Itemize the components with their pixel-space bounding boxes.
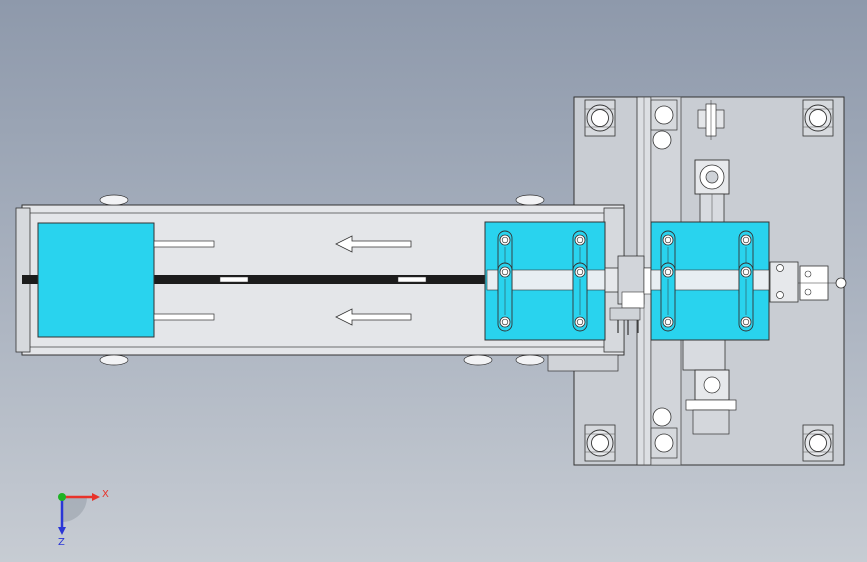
fixture-right bbox=[650, 221, 784, 341]
transfer-link bbox=[604, 255, 656, 335]
y-axis-dot bbox=[58, 493, 66, 501]
push-rods bbox=[153, 240, 215, 321]
fixture-left bbox=[484, 221, 606, 341]
axis-triad: X Z bbox=[58, 489, 109, 548]
z-axis-label: Z bbox=[58, 537, 65, 548]
sensor-block bbox=[769, 261, 847, 303]
motor-bottom bbox=[682, 339, 737, 435]
corner-mount-top-right bbox=[802, 99, 834, 137]
motor-top bbox=[694, 159, 730, 225]
x-axis-label: X bbox=[102, 489, 109, 500]
inner-mount-top bbox=[650, 99, 678, 150]
corner-mount-top-left bbox=[584, 99, 616, 137]
conveyor-supports bbox=[99, 194, 545, 366]
center-belt-strip bbox=[22, 275, 622, 284]
left-highlight-block bbox=[37, 222, 155, 338]
inner-mount-bottom bbox=[650, 407, 678, 459]
left-arrow-icon bbox=[335, 235, 412, 253]
left-arrow-icon bbox=[335, 308, 412, 326]
corner-mount-bottom-right bbox=[802, 424, 834, 462]
corner-mount-bottom-left bbox=[584, 424, 616, 462]
top-clamp bbox=[697, 100, 725, 140]
